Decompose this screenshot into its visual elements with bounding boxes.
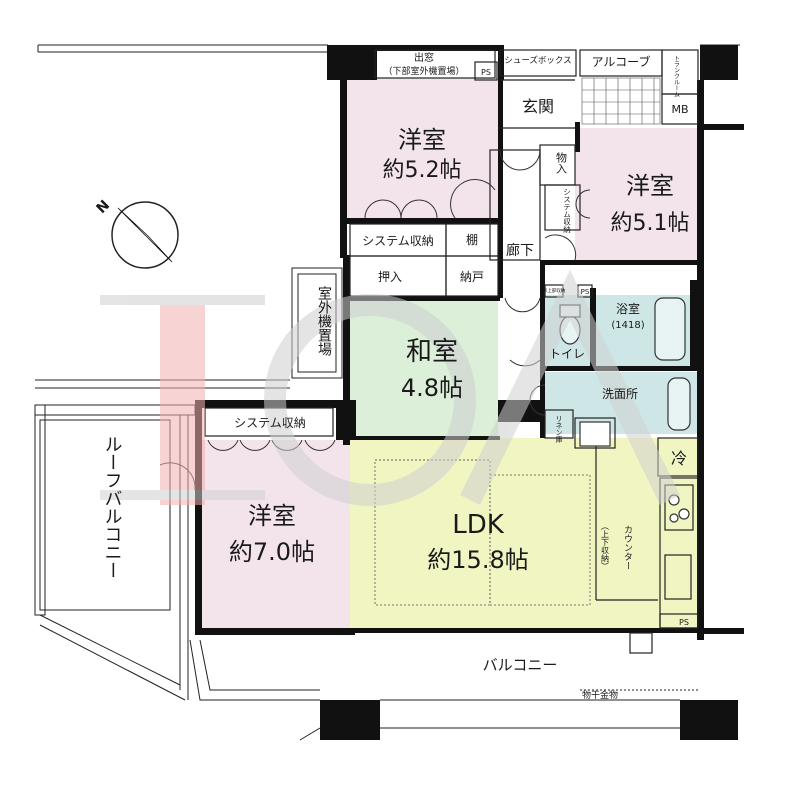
room-western3-size: 約7.0帖 [229, 538, 315, 566]
label-mono: 物入 [555, 151, 568, 174]
walls [195, 45, 744, 740]
label-nando: 納戸 [460, 270, 484, 284]
compass-icon [111, 201, 179, 269]
label-system-storage-upper: システム収納 [362, 234, 434, 248]
label-balcony: バルコニー [483, 656, 558, 674]
label-demado: 出窓 [414, 51, 434, 64]
label-rouka: 廊下 [506, 242, 534, 259]
label-bath: 浴室 [616, 301, 640, 316]
label-ps-top: PS [481, 68, 491, 77]
label-ps-kitchen: PS [679, 618, 689, 627]
label-oshiire: 押入 [378, 270, 402, 284]
label-linen: リネン庫 [555, 415, 563, 444]
room-japanese-size: 4.8帖 [401, 374, 463, 402]
label-system-storage-lower: システム収納 [234, 416, 306, 430]
label-alcove: アルコーブ [592, 54, 651, 69]
room-western2-name: 洋室 [626, 172, 674, 200]
balcony-rail [189, 639, 700, 741]
label-reizoko: 冷 [671, 449, 687, 468]
room-western2-fill [575, 128, 699, 263]
room-western3-fill [200, 440, 350, 630]
room-western1-fill [345, 78, 498, 220]
label-counter: カウンター [622, 525, 633, 570]
watermark [100, 269, 680, 506]
label-ps-bath: PS [581, 288, 590, 296]
label-toilet: トイレ [549, 347, 585, 361]
label-counter-sub: （上下収納） [601, 522, 610, 570]
label-system-storage-small: システム収納 [562, 188, 571, 234]
label-shoes-box: シューズボックス [504, 55, 571, 66]
label-roof-balcony: ルーフバルコニー [102, 435, 123, 579]
room-western3-name: 洋室 [248, 502, 296, 530]
room-japanese-name: 和室 [406, 337, 458, 367]
alcove-grid [581, 77, 661, 125]
room-western1-name: 洋室 [398, 126, 446, 154]
label-genkan: 玄関 [522, 97, 554, 116]
label-bath-size: (1418) [611, 320, 644, 331]
label-outdoor-unit: 室外機置場 [316, 285, 332, 356]
room-western1-size: 約5.2帖 [383, 158, 462, 183]
label-tana: 棚 [466, 232, 478, 247]
label-toilet-storage: 吊上部収納 [543, 287, 566, 294]
label-mb: MB [671, 103, 688, 116]
room-western2-size: 約5.1帖 [611, 211, 690, 236]
room-ldk-size: 約15.8帖 [427, 546, 528, 574]
label-trunk-room: トランクルーム [673, 55, 680, 97]
compass-north-label: N [94, 197, 114, 217]
label-washroom: 洗面所 [602, 387, 638, 401]
label-monohoshi: 物干金物 [582, 689, 618, 701]
room-ldk-name: LDK [452, 510, 505, 540]
label-demado-sub: （下部室外機置場） [383, 65, 464, 77]
